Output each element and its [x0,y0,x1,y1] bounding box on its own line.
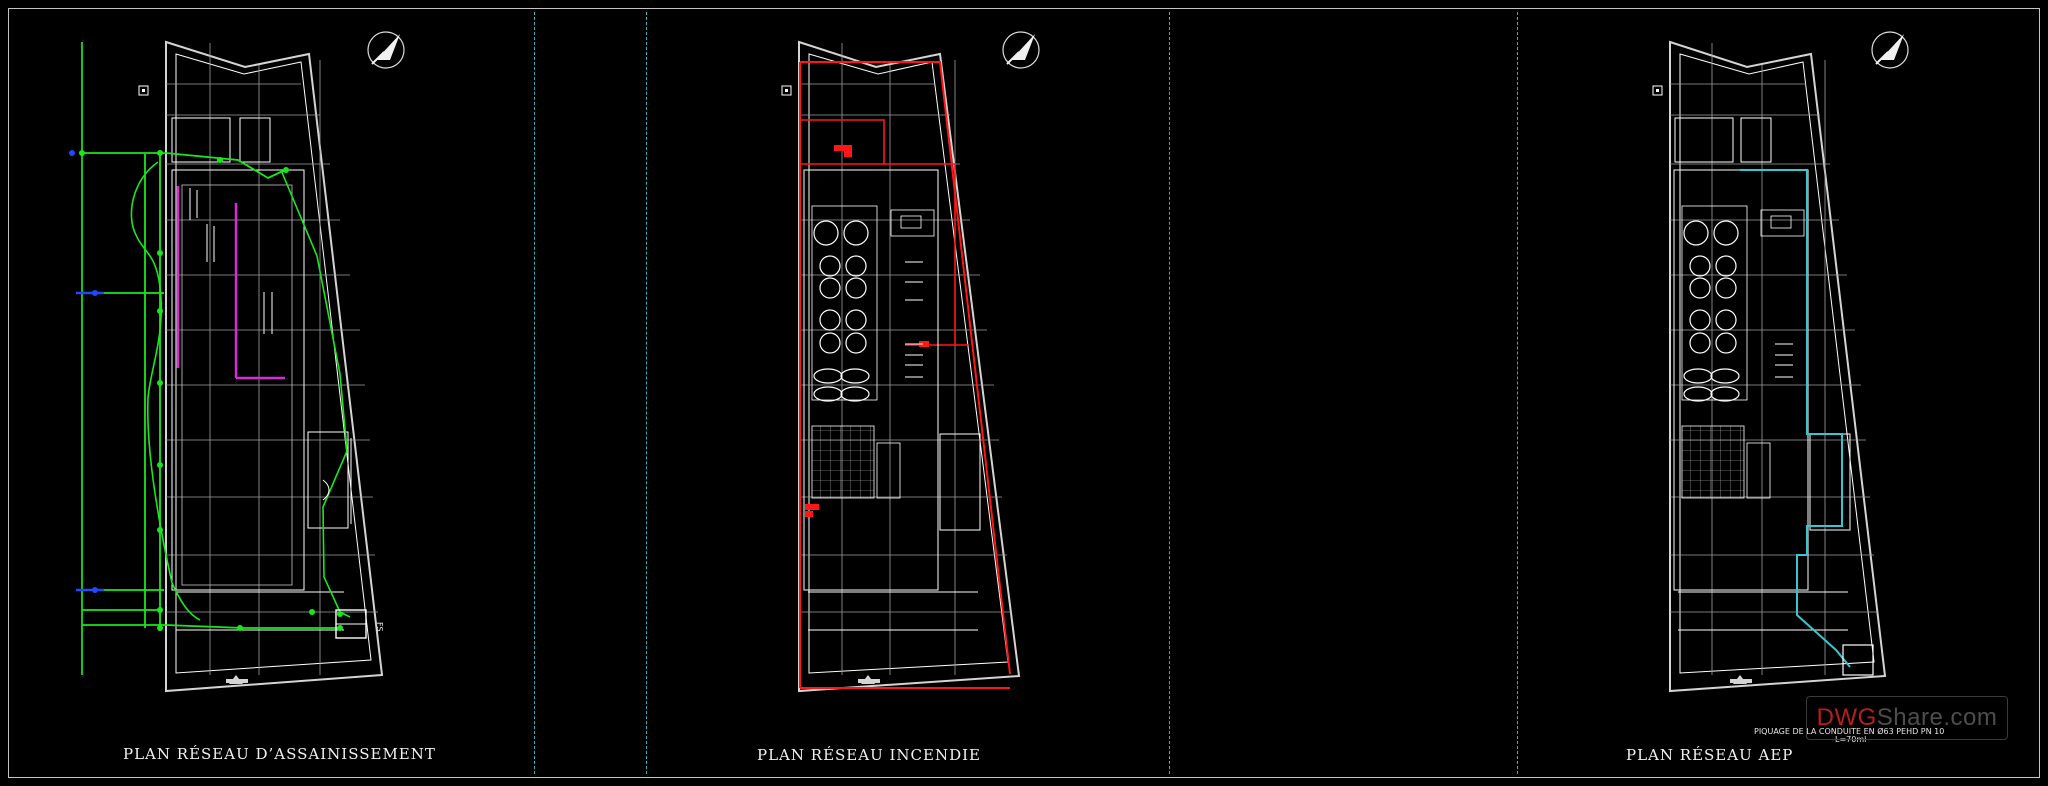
watermark-suffix: Share.com [1876,704,1998,731]
fire-plan-title: PLAN RÉSEAU INCENDIE [757,746,981,764]
aep-plan-title: PLAN RÉSEAU AEP [1626,746,1794,764]
sheet-border [8,8,2040,778]
north-arrow-icon [367,31,405,69]
panel-divider-right-a [1169,12,1170,774]
aep-note-line-1: PIQUAGE DE LA CONDUITE EN Ø63 PEHD PN 10 [1754,727,1945,736]
sanitation-plan-title: PLAN RÉSEAU D’ASSAINISSEMENT [123,745,436,763]
panel-divider-left-a [534,12,535,774]
panel-divider-left-b [646,12,647,774]
panel-divider-right-b [1517,12,1518,774]
north-arrow-icon [1871,31,1909,69]
side-mark: FS [375,622,384,632]
fire-plan [781,40,1021,693]
watermark-brand: DWG [1816,704,1877,731]
north-arrow-icon [1002,31,1040,69]
aep-plan [1652,40,1887,693]
sanitation-plan [69,40,384,693]
